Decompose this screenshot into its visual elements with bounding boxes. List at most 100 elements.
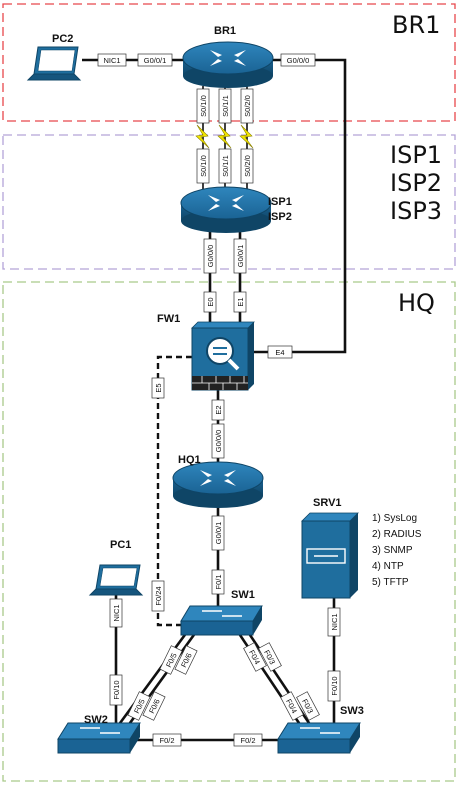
svg-text:NIC1: NIC1 [330, 613, 339, 630]
svg-text:NIC1: NIC1 [103, 56, 120, 65]
port-pc2-nic1: NIC1 [97, 53, 127, 67]
port-srv1-nic1: NIC1 [327, 607, 341, 637]
service-item: 1) SysLog [372, 513, 417, 524]
svg-text:S0/1/0: S0/1/0 [199, 95, 208, 117]
port-isp-s011: S0/1/1 [218, 148, 232, 184]
svg-text:E1: E1 [236, 297, 245, 306]
label-pc1: PC1 [110, 539, 131, 551]
label-isp1: ISP1 [268, 196, 292, 208]
port-sw2-f05: F0/5 [127, 691, 151, 721]
pc2-laptop-icon[interactable] [26, 46, 82, 81]
label-pc2: PC2 [52, 33, 73, 45]
port-fw1-e1: E1 [233, 291, 247, 313]
svg-text:G0/0/1: G0/0/1 [214, 522, 223, 545]
svg-text:G0/0/0: G0/0/0 [206, 245, 215, 268]
port-sw1-f024: F0/24 [151, 580, 165, 612]
svg-text:G0/0/1: G0/0/1 [236, 245, 245, 268]
svg-text:F0/1: F0/1 [214, 574, 223, 589]
hq1-router-icon[interactable] [172, 461, 264, 508]
svg-text:F0/24: F0/24 [154, 586, 163, 605]
service-item: 3) SNMP [372, 545, 413, 556]
port-isp-g000: G0/0/0 [203, 238, 217, 274]
service-item: 5) TFTP [372, 577, 409, 588]
svg-text:S0/1/1: S0/1/1 [221, 155, 230, 177]
pc1-laptop-icon[interactable] [88, 564, 144, 596]
port-fw1-e5: E5 [151, 377, 165, 399]
svg-text:E5: E5 [154, 383, 163, 392]
port-hq1-g000: G0/0/0 [211, 423, 225, 459]
port-sw1-f03: F0/3 [258, 642, 282, 672]
port-sw3-f02: F0/2 [233, 733, 263, 747]
svg-text:G0/0/0: G0/0/0 [214, 430, 223, 453]
br1-router-icon[interactable] [182, 41, 274, 88]
port-br1-s010: S0/1/0 [196, 88, 210, 124]
label-sw3: SW3 [340, 705, 364, 717]
port-sw3-f010: F0/10 [327, 670, 341, 702]
svg-text:G0/0/1: G0/0/1 [144, 56, 167, 65]
label-fw1: FW1 [157, 313, 180, 325]
svg-text:F0/10: F0/10 [112, 680, 121, 699]
port-sw1-f01: F0/1 [211, 569, 225, 595]
port-pc1-nic1: NIC1 [109, 598, 123, 628]
srv1-services-list: 1) SysLog 2) RADIUS 3) SNMP 4) NTP 5) TF… [372, 513, 422, 588]
svg-text:G0/0/0: G0/0/0 [287, 56, 310, 65]
sw2-switch-icon[interactable] [57, 722, 141, 754]
port-sw1-f06: F0/6 [174, 645, 198, 675]
label-hq1: HQ1 [178, 454, 201, 466]
port-sw2-f06: F0/6 [142, 691, 166, 721]
hq-zone-border [2, 281, 456, 782]
service-item: 2) RADIUS [372, 529, 422, 540]
fw1-firewall-icon[interactable] [191, 321, 255, 391]
port-sw2-f010: F0/10 [109, 674, 123, 706]
zone-title-isp3: ISP3 [390, 197, 442, 225]
svg-text:S0/2/0: S0/2/0 [243, 155, 252, 177]
label-sw2: SW2 [84, 714, 108, 726]
port-br1-g001: G0/0/1 [137, 53, 173, 67]
port-isp-g001: G0/0/1 [233, 238, 247, 274]
port-br1-g000: G0/0/0 [280, 53, 316, 67]
port-sw3-f03: F0/3 [296, 691, 320, 721]
svg-text:F0/10: F0/10 [330, 676, 339, 695]
svg-text:E4: E4 [275, 348, 284, 357]
port-fw1-e0: E0 [203, 291, 217, 313]
zone-title-hq: HQ [398, 289, 435, 317]
link-sw1-sw2-f05 [110, 631, 189, 735]
port-hq1-g001: G0/0/1 [211, 515, 225, 551]
zone-title-isp1: ISP1 [390, 141, 442, 169]
srv1-server-icon[interactable] [301, 512, 359, 599]
label-br1: BR1 [214, 25, 236, 37]
link-sw1-sw2-f06 [120, 631, 198, 735]
zone-title-isp2: ISP2 [390, 169, 442, 197]
port-isp-s010: S0/1/0 [196, 148, 210, 184]
link-fw1-sw1-dashed [156, 355, 192, 627]
svg-text:S0/1/1: S0/1/1 [221, 95, 230, 117]
port-br1-s011: S0/1/1 [218, 88, 232, 124]
service-item: 4) NTP [372, 561, 404, 572]
svg-text:F0/2: F0/2 [240, 736, 255, 745]
svg-text:E2: E2 [214, 405, 223, 414]
label-srv1: SRV1 [313, 497, 342, 509]
isp-router-icon[interactable] [180, 186, 272, 233]
label-sw1: SW1 [231, 589, 255, 601]
svg-text:F0/2: F0/2 [159, 736, 174, 745]
svg-text:S0/2/0: S0/2/0 [243, 95, 252, 117]
sw3-switch-icon[interactable] [277, 722, 361, 754]
zone-title-br1: BR1 [392, 11, 440, 39]
port-sw3-f04: F0/4 [280, 691, 304, 721]
link-sw1-sw3-f03 [246, 631, 317, 733]
port-labels: NIC1 G0/0/1 G0/0/0 E4 F0/2 F0/2 S0/1/0 S… [97, 53, 341, 747]
svg-text:S0/1/0: S0/1/0 [199, 155, 208, 177]
label-isp2: ISP2 [268, 211, 292, 223]
port-fw1-e2: E2 [211, 399, 225, 421]
port-isp-s020: S0/2/0 [240, 148, 254, 184]
port-br1-s020: S0/2/0 [240, 88, 254, 124]
svg-text:E0: E0 [206, 297, 215, 306]
port-sw1-f04: F0/4 [243, 642, 267, 672]
svg-text:NIC1: NIC1 [112, 604, 121, 621]
port-sw2-f02: F0/2 [152, 733, 182, 747]
br1-zone-border [2, 3, 456, 122]
port-sw1-f05: F0/5 [159, 645, 183, 675]
port-fw1-e4: E4 [267, 345, 293, 359]
sw1-switch-icon[interactable] [180, 605, 263, 636]
